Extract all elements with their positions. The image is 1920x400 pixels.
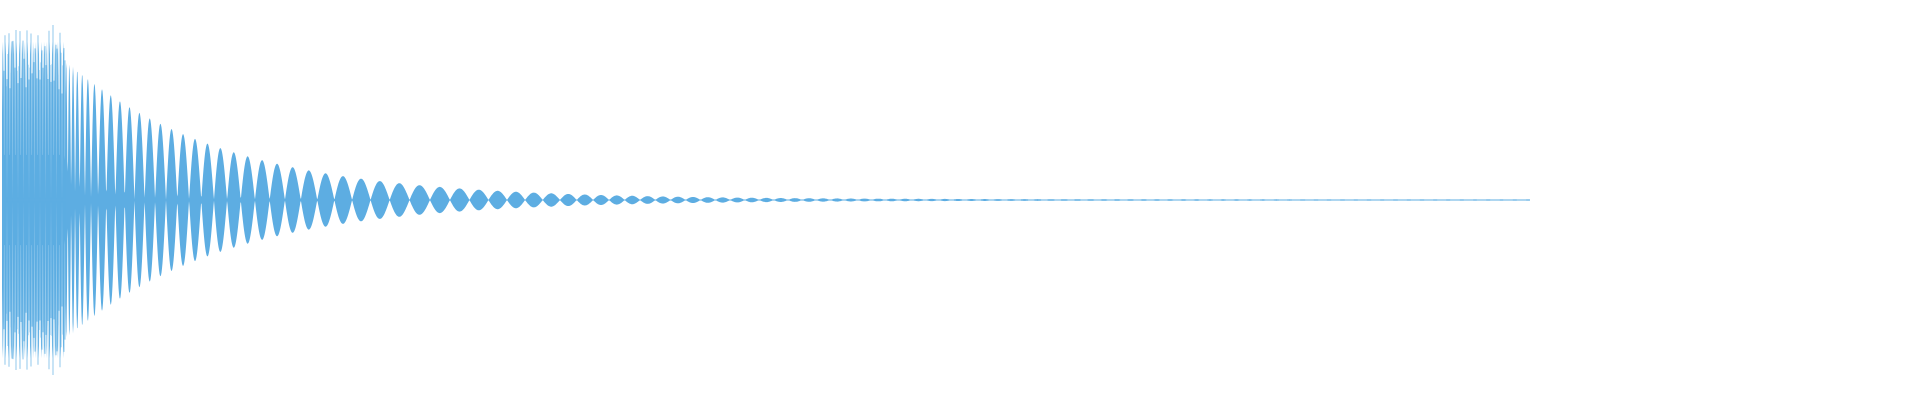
waveform-display <box>2 25 1530 375</box>
waveform-graphic <box>2 25 1530 375</box>
